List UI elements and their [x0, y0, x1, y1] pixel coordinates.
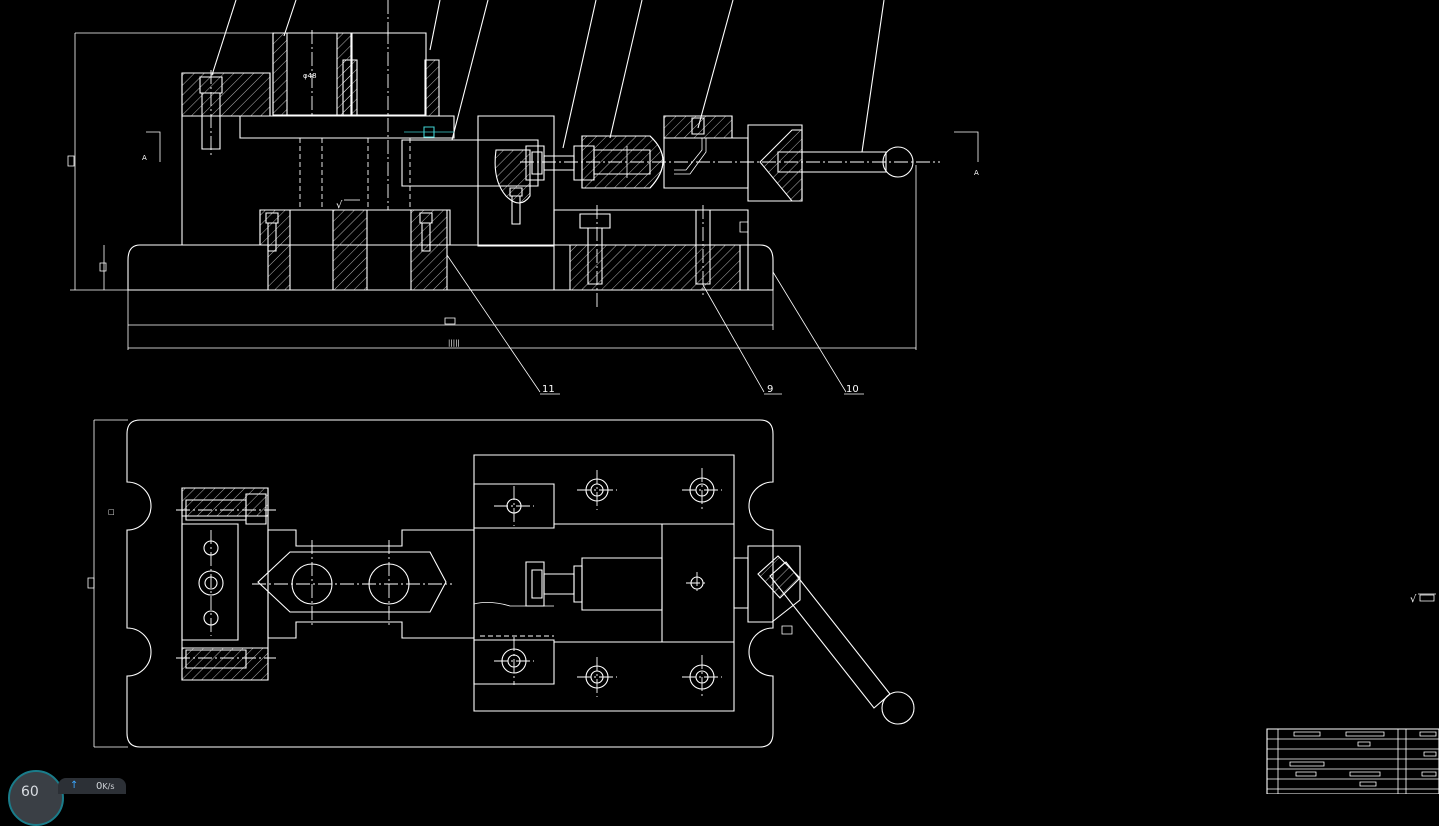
- cad-drawing-canvas[interactable]: ||||| φ48: [0, 0, 1439, 794]
- speed-pill: [58, 778, 126, 794]
- dim-mark-bushing: φ48: [303, 72, 317, 80]
- front-view: ||||| φ48: [68, 0, 979, 395]
- title-block: [1267, 729, 1439, 794]
- upload-arrow-icon: ↑: [70, 780, 79, 791]
- dim-mark-bottom: |||||: [448, 339, 460, 347]
- section-mark-right: A: [974, 169, 979, 177]
- dim-mark-top-left: □: [108, 508, 115, 516]
- section-mark-left: A: [142, 154, 147, 162]
- svg-text:√: √: [1410, 594, 1417, 605]
- surface-mark-side: √: [1410, 594, 1436, 605]
- part-number-9: 9: [767, 384, 773, 395]
- part-number-11: 11: [542, 384, 555, 395]
- network-speed-widget[interactable]: 60 ↑ 0K/s: [0, 762, 128, 826]
- speed-dial-value: 60: [21, 784, 39, 800]
- surface-mark-front: √: [336, 200, 343, 211]
- part-number-10: 10: [846, 384, 859, 395]
- top-view: □: [88, 420, 914, 747]
- upload-speed: 0K/s: [96, 781, 115, 792]
